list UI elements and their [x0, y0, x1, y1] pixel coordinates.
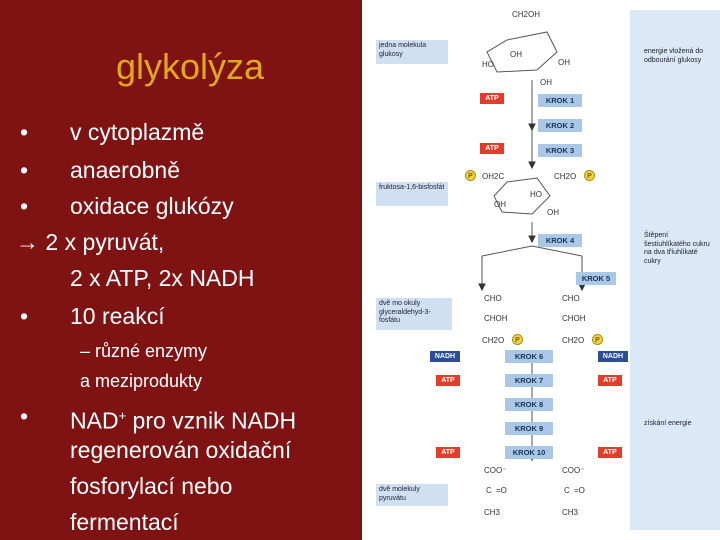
- chem-c-right: C: [564, 486, 570, 495]
- step-2: KROK 2: [538, 119, 582, 132]
- note-energy-out: získání energie: [644, 420, 692, 427]
- phosphate-icon: P: [512, 334, 523, 345]
- chem-cho-left: CHO: [484, 294, 502, 303]
- chem-cho-right: CHO: [562, 294, 580, 303]
- chem-oh-1: OH: [510, 50, 522, 59]
- chem-ho-1: HO: [482, 60, 494, 69]
- note-g3p: dvě mo okuly glyceraldehyd-3-fosfátu: [376, 298, 452, 330]
- atp-badge: ATP: [598, 447, 622, 458]
- note-energy-in: energie vložená do odbourání glukosy: [644, 48, 704, 64]
- note-fructose: fruktosa-1,6-bisfosfát: [376, 182, 448, 206]
- chem-oh-5: OH: [547, 208, 559, 217]
- chem-choh-left: CHOH: [484, 314, 508, 323]
- step-6: KROK 6: [505, 350, 553, 363]
- chem-c-left: C: [486, 486, 492, 495]
- sub-bullet-enzymes: – různé enzymy: [80, 341, 208, 361]
- bullet-nad-line4: fermentací: [70, 509, 179, 535]
- chem-oh-4: OH: [494, 200, 506, 209]
- atp-badge: ATP: [436, 375, 460, 386]
- note-glucose: jedna molekula glukosy: [376, 40, 448, 64]
- step-4: KROK 4: [538, 234, 582, 247]
- chem-ch2oh-top: CH2OH: [512, 10, 541, 19]
- bullet-nad-line3: fosforylací nebo: [70, 473, 233, 499]
- chem-ch2o-right: CH2O: [562, 336, 585, 345]
- nadh-badge: NADH: [598, 351, 628, 362]
- phosphate-icon: P: [465, 170, 476, 181]
- chem-och2c: OH2C: [482, 172, 505, 181]
- chem-coo-left: COO⁻: [484, 466, 507, 475]
- chem-coo-right: COO⁻: [562, 466, 585, 475]
- step-5: KROK 5: [576, 272, 616, 285]
- pathway-lines: [478, 31, 586, 462]
- chem-ch3-right: CH3: [562, 508, 579, 517]
- atp-badge: ATP: [436, 447, 460, 458]
- chem-oh-3: OH: [540, 78, 552, 87]
- sub-bullet-intermediates: a meziprodukty: [80, 371, 203, 391]
- step-7: KROK 7: [505, 374, 553, 387]
- note-cleavage: Štěpení šestiuhlíkatého cukru na dva tří…: [644, 232, 710, 265]
- slide-title: glykolýza: [116, 46, 265, 87]
- step-1: KROK 1: [538, 94, 582, 107]
- phosphate-icon: P: [592, 334, 603, 345]
- chem-eq-o-left: =O: [496, 486, 507, 495]
- bullet-nad-line2: regenerován oxidační: [70, 437, 292, 463]
- chem-eq-o-right: =O: [574, 486, 585, 495]
- atp-badge: ATP: [598, 375, 622, 386]
- energy-band: [630, 10, 720, 530]
- chem-oh-2: OH: [558, 58, 570, 67]
- chem-ch2o-left: CH2O: [482, 336, 505, 345]
- bullet-atp-nadh: 2 x ATP, 2x NADH: [70, 265, 255, 291]
- chem-ch2o: CH2O: [554, 172, 577, 181]
- slide-text-panel: glykolýza • v cytoplazmě • anaerobně • o…: [16, 46, 297, 535]
- glycolysis-diagram: energie vložená do odbourání glukosy Ště…: [362, 0, 720, 540]
- chem-choh-right: CHOH: [562, 314, 586, 323]
- step-10: KROK 10: [505, 446, 553, 459]
- chem-ch3-left: CH3: [484, 508, 501, 517]
- atp-badge: ATP: [480, 93, 504, 104]
- bullet-pyruvate: → 2 x pyruvát,: [16, 229, 165, 255]
- phosphate-icon: P: [584, 170, 595, 181]
- atp-badge: ATP: [480, 143, 504, 154]
- step-3: KROK 3: [538, 144, 582, 157]
- nadh-badge: NADH: [430, 351, 460, 362]
- chem-ho-2: HO: [530, 190, 542, 199]
- step-8: KROK 8: [505, 398, 553, 411]
- step-9: KROK 9: [505, 422, 553, 435]
- note-pyruvate: dvě molekuly pyruvátu: [376, 484, 448, 506]
